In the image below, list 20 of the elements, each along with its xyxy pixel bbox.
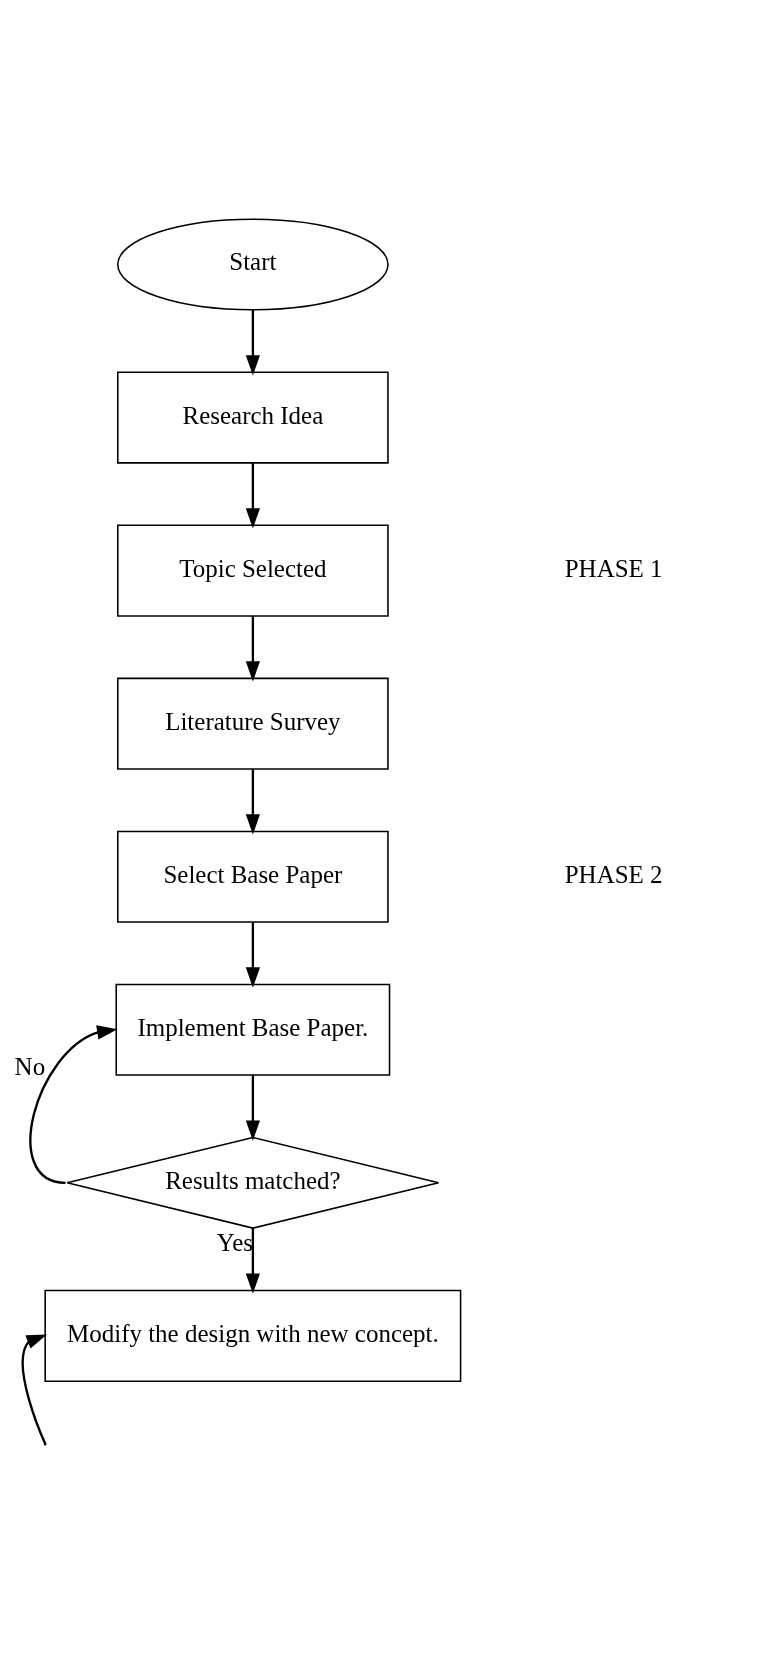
label: PHASE 1 [564,554,663,582]
arrow [245,462,260,529]
node-diamond: Results matched? [66,1136,440,1229]
arrow [245,768,260,835]
node-box: Research Idea [117,371,389,464]
arrow [245,1227,260,1294]
edge-label: Yes [216,1228,254,1256]
label: PHASE 2 [564,860,663,888]
arrow [245,921,260,988]
edge-label: No [14,1052,46,1080]
node-box: Literature Survey [117,677,389,770]
arrow [245,1074,260,1141]
arrow [245,309,260,375]
node-ellipse: Start [117,217,389,311]
node-box: Implement Base Paper. [115,983,391,1076]
node-box: Topic Selected [117,524,389,617]
node-box: Modify the design with new concept. [44,1289,462,1382]
node-box: Select Base Paper [117,830,389,923]
arrow [29,1024,118,1184]
arrow [245,615,260,682]
